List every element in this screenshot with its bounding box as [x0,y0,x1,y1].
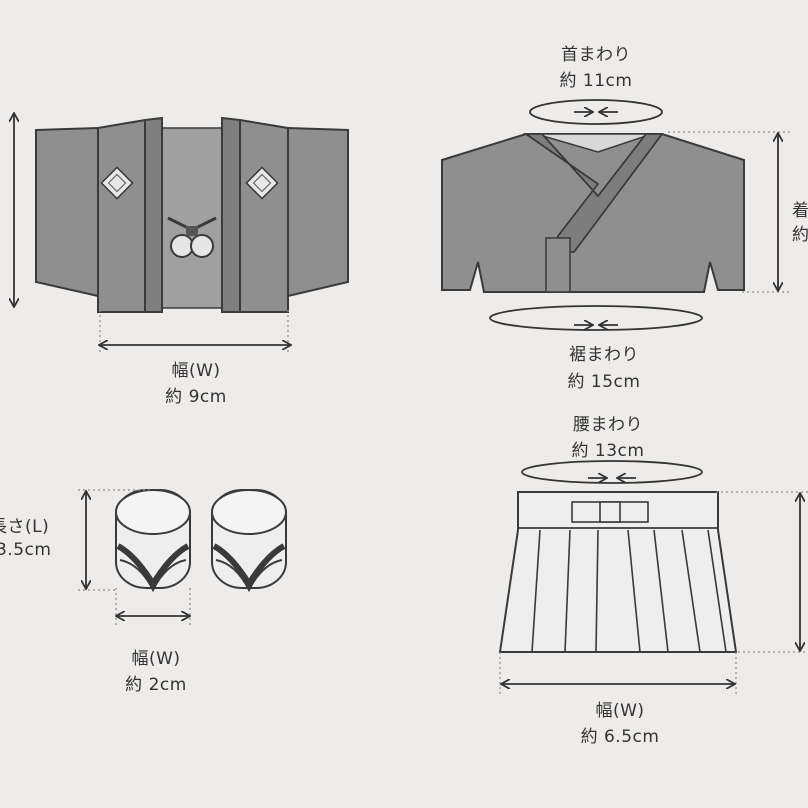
tabi-width-label: 幅(W) [131,649,181,669]
tabi-width-value: 約 2cm [125,675,187,695]
tabi-length-label: 長さ(L) [0,517,50,537]
tabi-length-value: 3.5cm [0,540,52,560]
tabi-illustration [115,489,287,593]
kimono-length-label: 着 [792,201,808,221]
kimono-neck-value: 約 11cm [559,71,633,91]
hakama-waist-value: 約 13cm [571,441,645,461]
crest-icon [245,166,279,200]
hakama-width-label: 幅(W) [595,701,645,721]
hakama-width-value: 約 6.5cm [580,727,660,747]
hakama-illustration [498,491,738,653]
kimono-illustration [441,133,745,293]
hakama-waist-label: 腰まわり [573,415,643,435]
kimono-neck-label: 首まわり [561,45,631,65]
haori-width-value: 約 9cm [165,387,227,407]
crest-icon [100,166,134,200]
kimono-hem-label: 裾まわり [569,345,639,365]
kimono-hem-value: 約 15cm [567,372,641,392]
haori-width-label: 幅(W) [171,361,221,381]
kimono-length-value: 約 [792,225,808,245]
haori-illustration [35,116,349,313]
